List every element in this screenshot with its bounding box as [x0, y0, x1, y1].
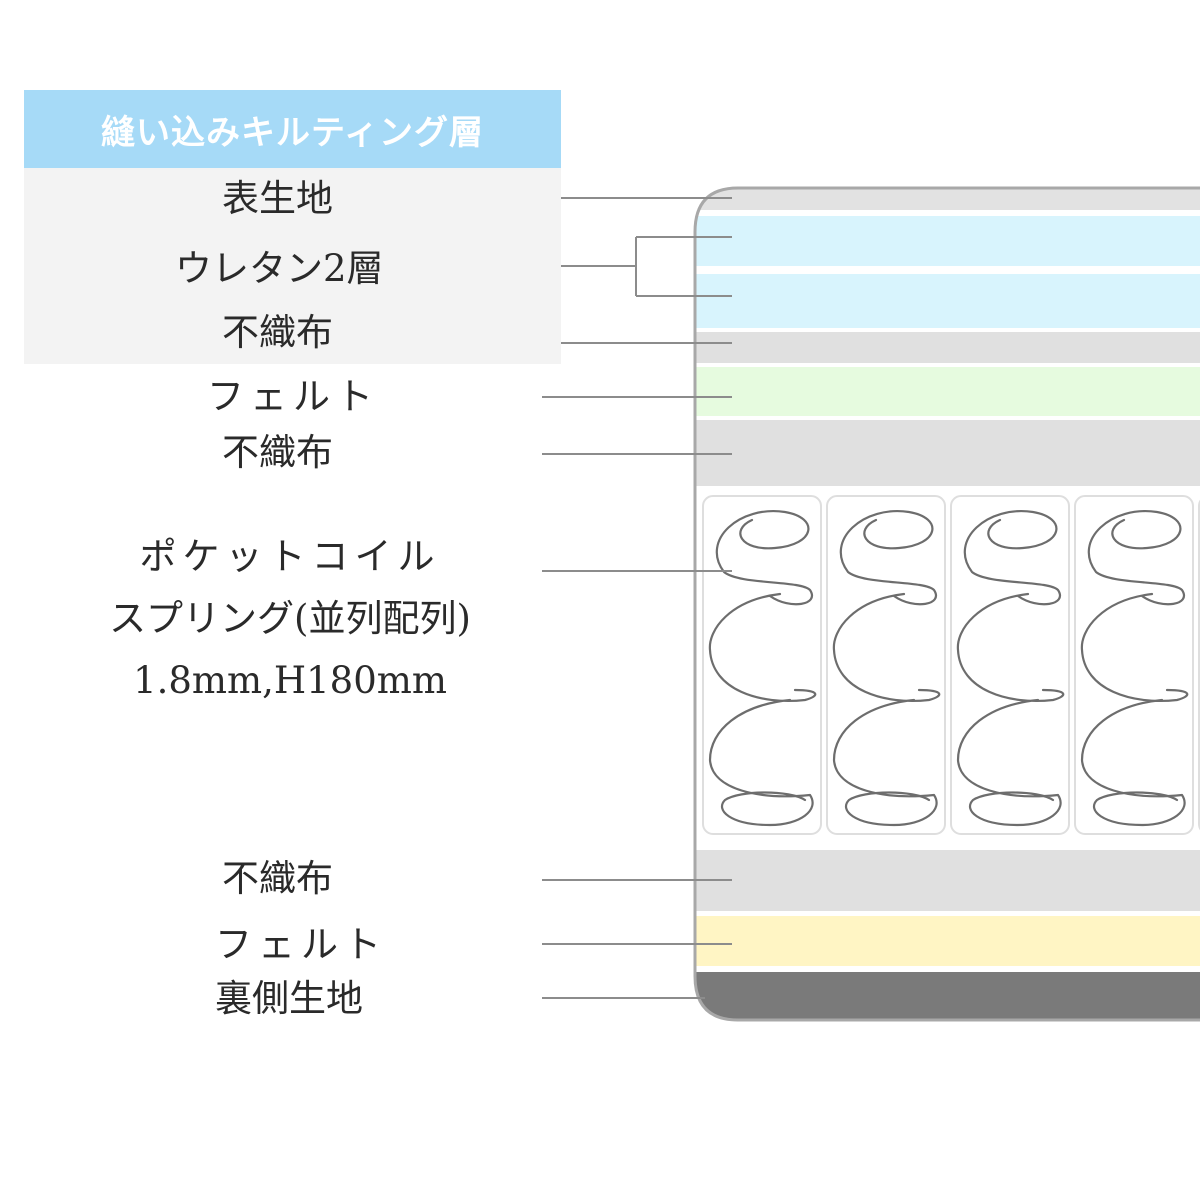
layer-felt-top: [695, 367, 1200, 416]
label-felt-2: フェルト: [215, 923, 387, 966]
pocket-coil-label: ポケットコイル スプリング(並列配列) 1.8mm,H180mm: [60, 526, 520, 712]
layer-nonwoven-3: [695, 850, 1200, 911]
label-face-fabric: 表生地: [222, 177, 333, 220]
layer-back-fabric: [695, 972, 1200, 1020]
layer-nonwoven-1: [695, 332, 1200, 363]
pocket-coil-4: [1073, 494, 1195, 836]
layer-urethane-lower: [695, 274, 1200, 328]
leader-lines: [542, 197, 732, 999]
label-nonwoven-2: 不織布: [222, 431, 333, 474]
layer-nonwoven-2: [695, 420, 1200, 486]
pocket-coil-2: [825, 494, 947, 836]
layer-face-fabric: [695, 188, 1200, 210]
label-felt-1: フェルト: [207, 375, 379, 418]
pocket-coil-template: [702, 495, 822, 835]
label-nonwoven-1: 不織布: [222, 311, 333, 354]
label-nonwoven-3: 不織布: [222, 857, 333, 900]
coil-label-line1: ポケットコイル: [139, 535, 441, 578]
layer-felt-bottom: [695, 916, 1200, 966]
label-urethane: ウレタン2層: [175, 247, 384, 290]
mattress-outline: [693, 186, 1200, 1022]
layer-urethane-upper: [695, 216, 1200, 266]
quilting-layer-header: 縫い込みキルティング層: [24, 90, 561, 168]
label-back-fabric: 裏側生地: [215, 977, 363, 1020]
quilting-layer-group: [24, 168, 561, 364]
coil-label-line2: スプリング(並列配列): [109, 597, 471, 640]
coil-label-line3: 1.8mm,H180mm: [133, 659, 447, 702]
pocket-coil-3: [949, 494, 1071, 836]
